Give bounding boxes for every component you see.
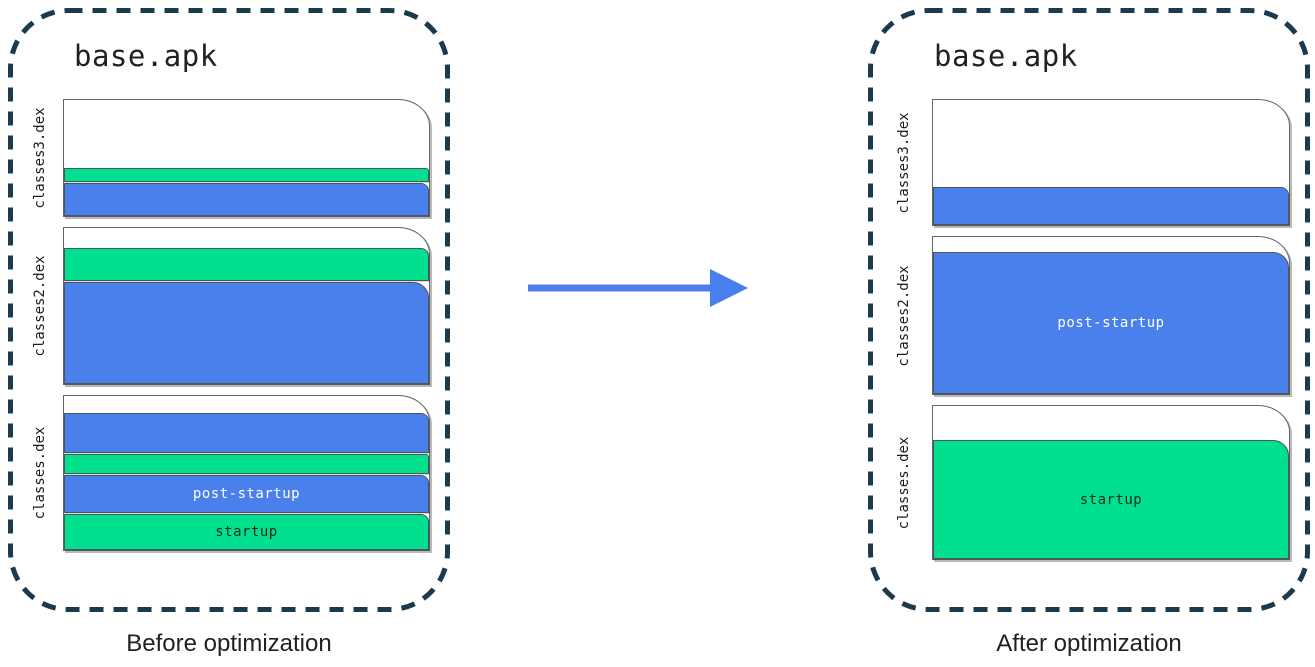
dex-file-row: classes.dex startup: [876, 405, 1290, 560]
dex-band-blue: [64, 413, 429, 453]
dex-file-row: classes2.dex: [16, 227, 430, 385]
dex-file-page: [932, 99, 1290, 226]
arrow-head: [710, 269, 748, 307]
dex-file-label-col: classes.dex: [876, 405, 932, 560]
dex-file-page: post-startup startup: [63, 395, 430, 551]
dex-file-label-col: classes3.dex: [16, 99, 63, 217]
dex-band-green: startup: [64, 514, 429, 550]
dex-file-row: classes3.dex: [16, 99, 430, 217]
dex-band-blue: post-startup: [64, 475, 429, 513]
dex-file-row: classes3.dex: [876, 99, 1290, 226]
panel-after-optimization: base.apk classes3.dex classes2.dex post-st…: [868, 8, 1310, 612]
dex-file-page: post-startup: [932, 236, 1290, 395]
dex-file-list: classes3.dex classes2.dex classes.dex post-…: [16, 99, 430, 551]
caption-after: After optimization: [996, 630, 1182, 657]
dex-band-blue: post-startup: [933, 252, 1289, 394]
dex-band-green: [64, 248, 429, 281]
dex-band-blue: [64, 183, 429, 216]
dex-free-space: [64, 228, 429, 247]
dex-free-space: [933, 100, 1289, 186]
dex-file-label-col: classes2.dex: [16, 227, 63, 385]
dex-band-blue: [64, 282, 429, 384]
dex-file-row: classes.dex post-startup startup: [16, 395, 430, 551]
dex-file-page: startup: [932, 405, 1290, 560]
dex-file-label-col: classes2.dex: [876, 236, 932, 395]
dex-file-label-col: classes3.dex: [876, 99, 932, 226]
apk-title: base.apk: [934, 39, 1078, 73]
dex-file-page: [63, 99, 430, 217]
dex-file-name: classes2.dex: [896, 264, 912, 367]
dex-file-name: classes.dex: [31, 426, 48, 520]
dex-band-label: post-startup: [1057, 315, 1165, 331]
dex-band-green: [64, 168, 429, 182]
dex-free-space: [933, 237, 1289, 251]
dex-band-green: startup: [933, 440, 1289, 559]
caption-before: Before optimization: [126, 630, 332, 657]
dex-free-space: [64, 100, 429, 167]
dex-band-label: post-startup: [192, 486, 301, 502]
dex-band-label: startup: [215, 524, 278, 540]
dex-file-name: classes3.dex: [31, 107, 48, 209]
dex-free-space: [933, 406, 1289, 439]
apk-title: base.apk: [74, 39, 218, 73]
dex-file-page: [63, 227, 430, 385]
dex-file-name: classes2.dex: [31, 255, 48, 357]
dex-band-label: startup: [1079, 491, 1143, 508]
dex-free-space: [64, 396, 429, 412]
dex-file-name: classes.dex: [896, 436, 912, 529]
dex-band-blue: [933, 187, 1289, 225]
dex-file-row: classes2.dex post-startup: [876, 236, 1290, 395]
dex-file-label-col: classes.dex: [16, 395, 63, 551]
dex-band-green: [64, 454, 429, 474]
dex-file-name: classes3.dex: [896, 111, 912, 214]
right-arrow-icon: [528, 269, 748, 307]
